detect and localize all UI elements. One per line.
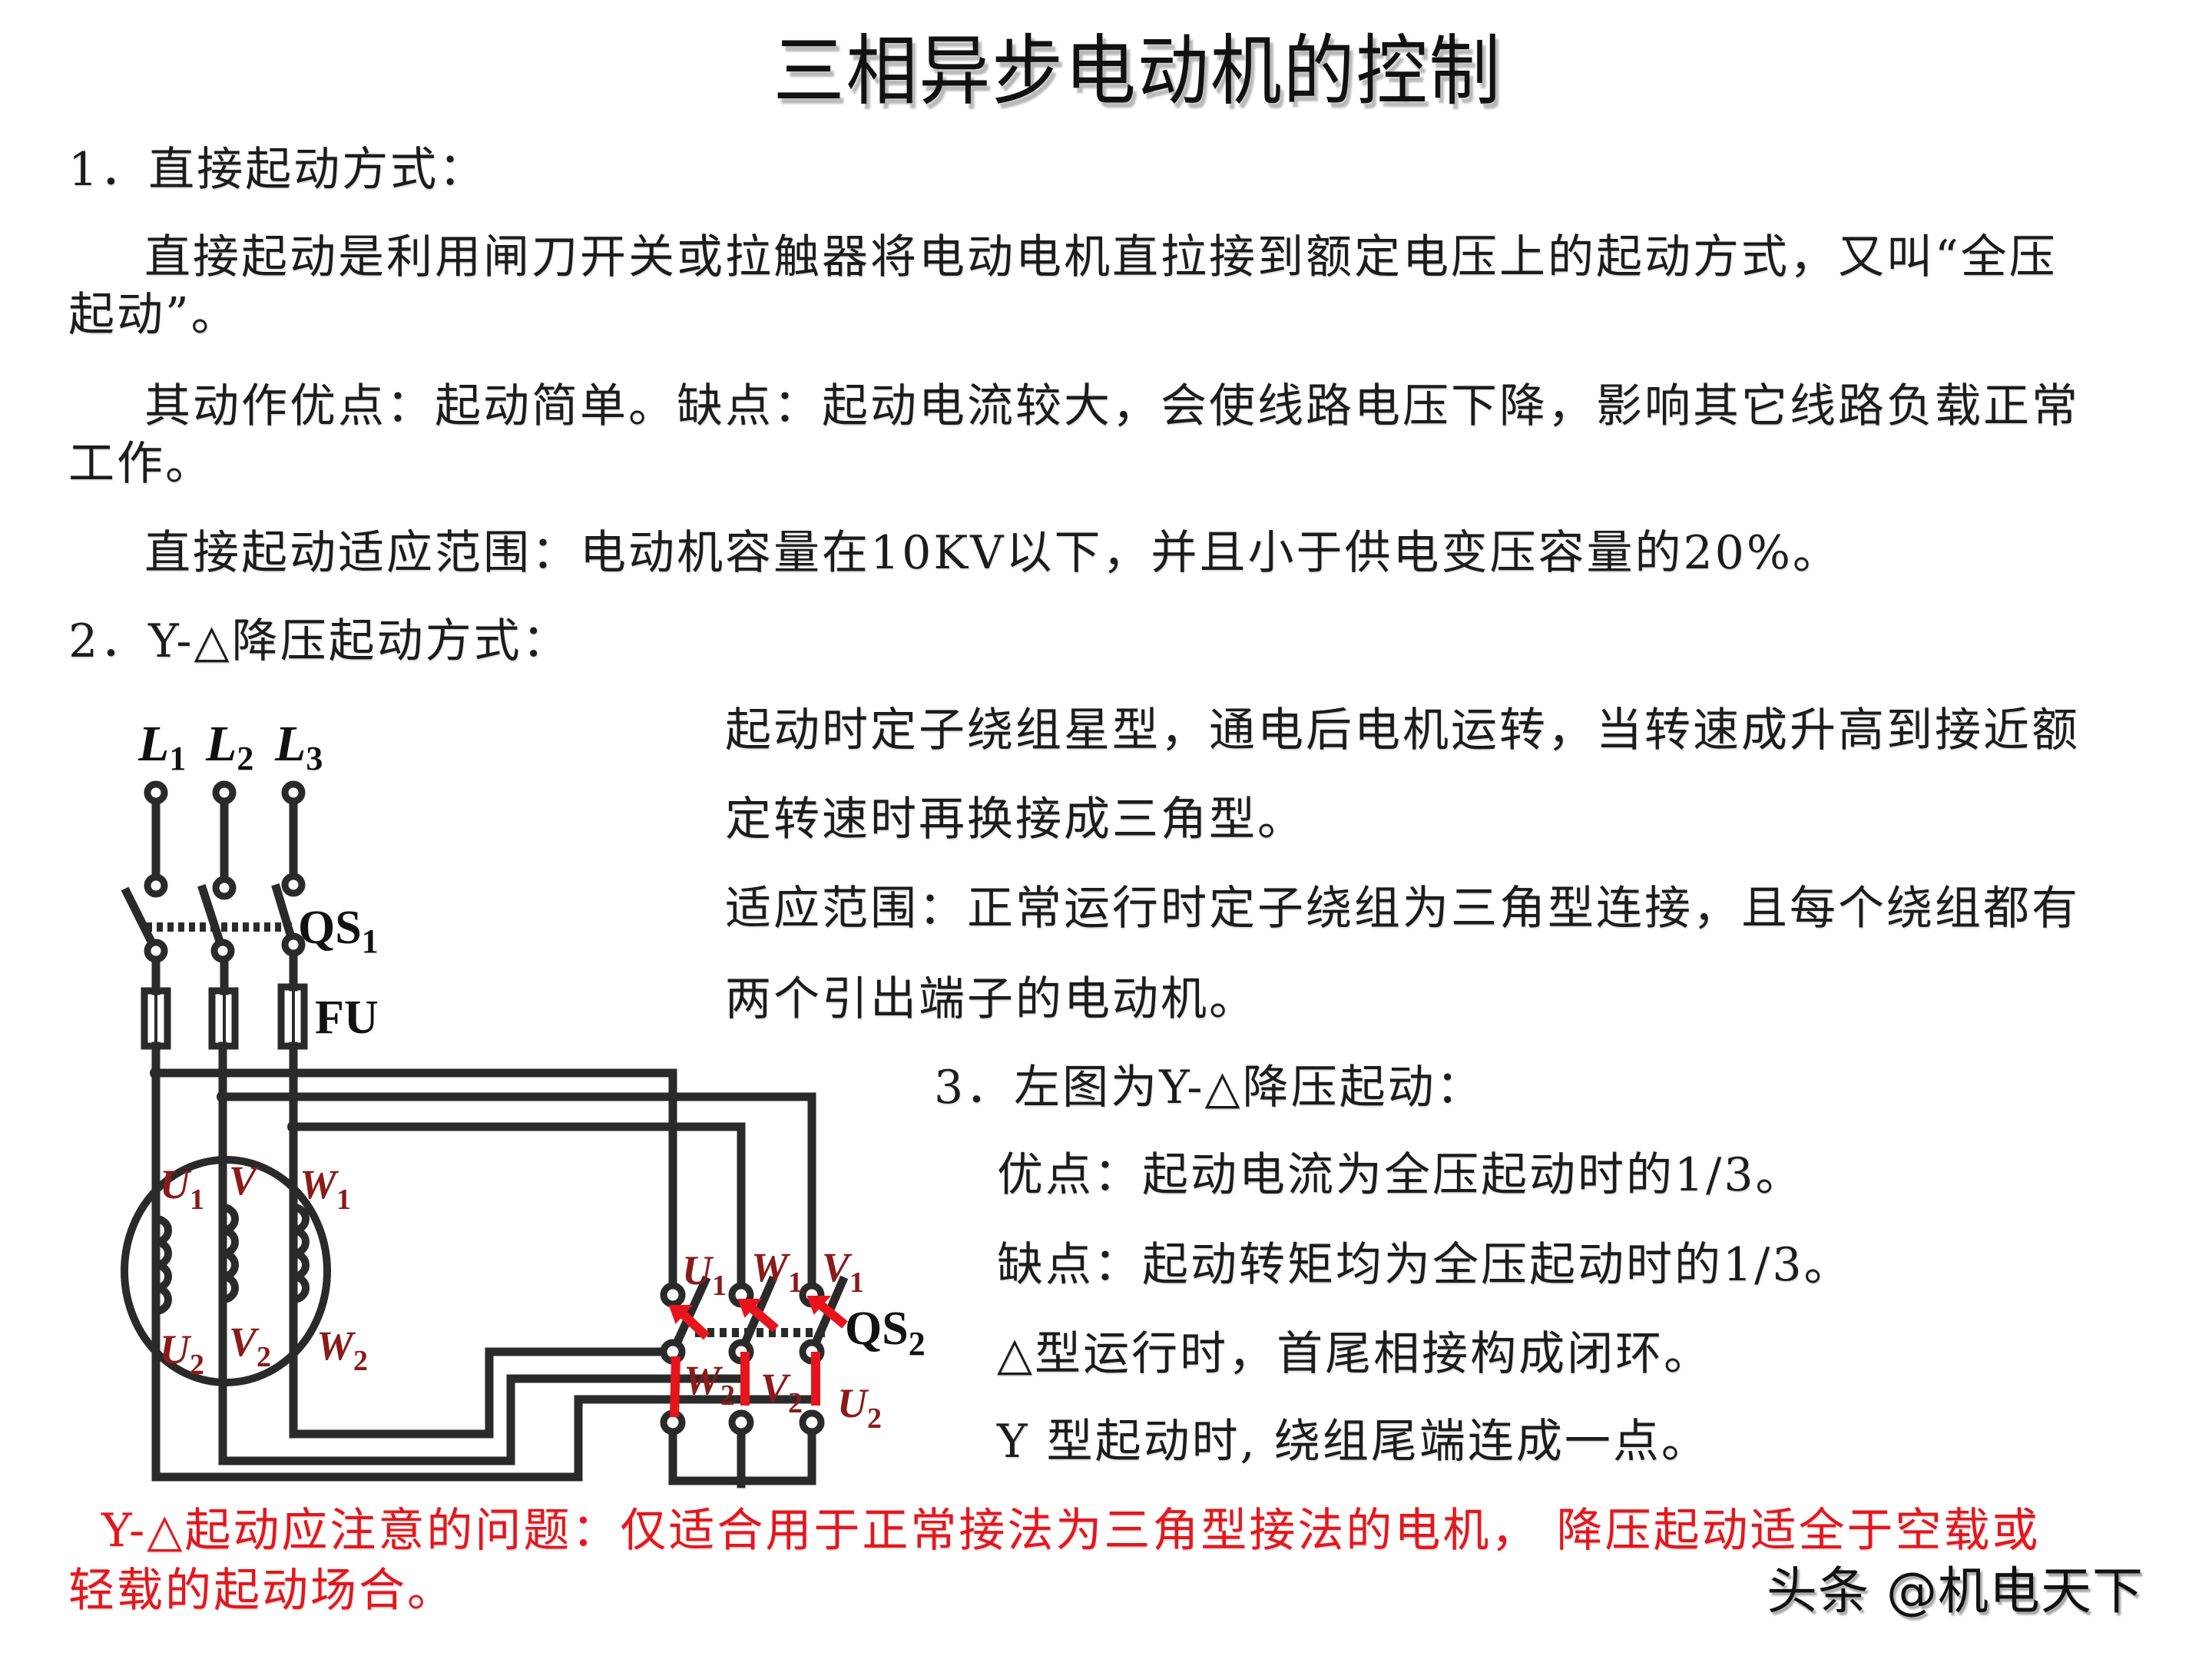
label-qs1: QS1 [298, 902, 379, 960]
section1-para2-line1: 其动作优点：起动简单。缺点：起动电流较大，会使线路电压下降，影响其它线路负载正常 [144, 379, 2080, 433]
page-title: 三相异步电动机的控制 [773, 26, 1502, 116]
section2-desc-line2: 定转速时再换接成三角型。 [725, 793, 1306, 846]
section1-heading: 1．直接起动方式： [68, 143, 488, 197]
watermark: 头条 @机电天下 [1767, 1561, 2144, 1621]
warning-line1: Y-△起动应注意的问题：仅适合用于正常接法为三角型接法的电机， 降压起动适全于空… [101, 1504, 2041, 1558]
label-motor-v2: V2 [229, 1319, 271, 1373]
label-l3: L3 [274, 716, 323, 777]
section1-para2-line2: 工作。 [68, 437, 214, 491]
label-motor-u1: U1 [160, 1161, 204, 1216]
label-fu: FU [315, 992, 379, 1044]
label-l1: L1 [137, 716, 186, 777]
label-motor-u2: U2 [160, 1326, 204, 1381]
section2-scope-line2: 两个引出端子的电动机。 [725, 972, 1257, 1026]
section3-heading: 3．左图为Y-△降压起动： [934, 1061, 1485, 1114]
section3-delta-note: △型运行时，首尾相接构成闭环。 [997, 1327, 1713, 1381]
section3-advantage: 优点：起动电流为全压起动时的1/3。 [997, 1148, 1804, 1202]
section3-star-note: Y 型起动时, 绕组尾端连成一点。 [997, 1415, 1710, 1469]
label-l2: L2 [205, 716, 253, 777]
label-qs2-w2: W2 [684, 1357, 735, 1412]
label-qs2-v1: V1 [822, 1244, 864, 1299]
section2-desc-line1: 起动时定子绕组星型，通电后电机运转，当转速成升高到接近额 [725, 704, 2080, 757]
label-motor-w2: W2 [316, 1323, 368, 1377]
section1-para1-line2: 起动”。 [68, 288, 240, 342]
section1-para1-line1: 直接起动是利用闸刀开关或拉触器将电动电机直拉接到额定电压上的起动方式，又叫“全压 [144, 230, 2058, 284]
label-qs2: QS2 [845, 1303, 926, 1363]
label-qs2-v2: V2 [760, 1365, 803, 1419]
label-qs2-w1: W1 [751, 1244, 803, 1299]
section3-disadvantage: 缺点：起动转矩均为全压起动时的1/3。 [997, 1238, 1853, 1292]
section2-heading: 2．Y-△降压起动方式： [68, 614, 571, 668]
section2-scope-line1: 适应范围：正常运行时定子绕组为三角型连接，且每个绕组都有 [725, 882, 2080, 935]
section1-para3: 直接起动适应范围：电动机容量在10KV以下，并且小于供电变压容量的20%。 [144, 526, 1841, 580]
label-qs2-u1: U1 [682, 1247, 727, 1302]
label-motor-w1: W1 [300, 1161, 351, 1216]
warning-line2: 轻载的起动场合。 [68, 1564, 455, 1618]
label-qs2-u2: U2 [837, 1380, 882, 1435]
label-motor-v: V [229, 1157, 260, 1204]
